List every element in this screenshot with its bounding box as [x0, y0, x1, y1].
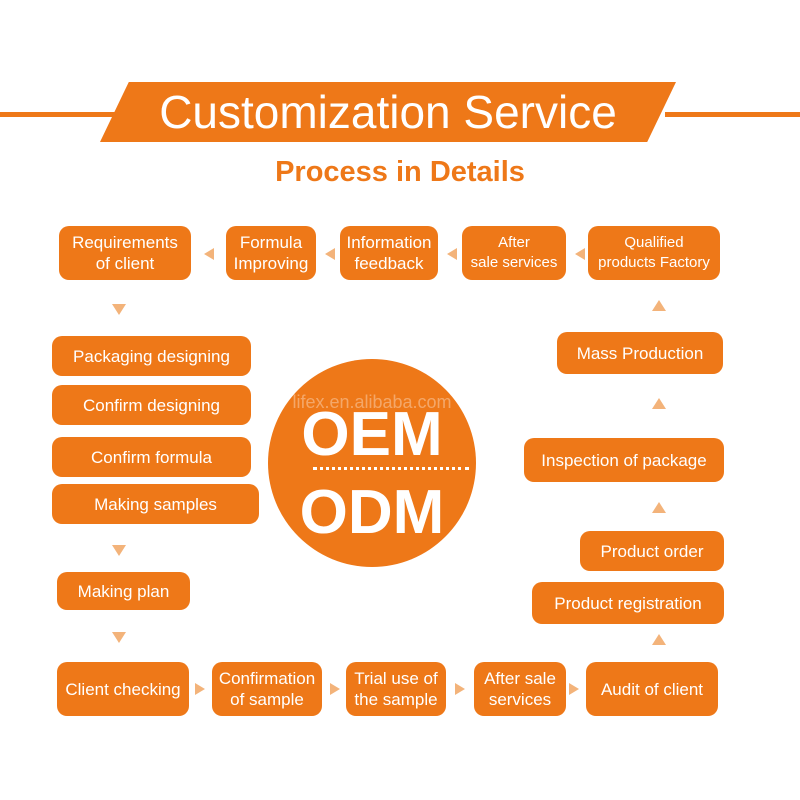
- step-qualified-products-factory: Qualified products Factory: [588, 226, 720, 280]
- step-requirements-of-client: Requirements of client: [59, 226, 191, 280]
- arrow-down-icon: [112, 304, 126, 315]
- oem-odm-circle: [268, 359, 476, 567]
- arrow-left-icon: [325, 248, 335, 260]
- arrow-up-icon: [652, 300, 666, 311]
- arrow-down-icon: [112, 545, 126, 556]
- step-audit-of-client: Audit of client: [586, 662, 718, 716]
- step-formula-improving: Formula Improving: [226, 226, 316, 280]
- step-trial-use-of-sample: Trial use of the sample: [346, 662, 446, 716]
- arrow-up-icon: [652, 398, 666, 409]
- step-after-sale-services-bottom: After sale services: [474, 662, 566, 716]
- title-banner: [100, 82, 676, 142]
- oem-label: OEM: [301, 400, 443, 469]
- step-mass-production: Mass Production: [557, 332, 723, 374]
- arrow-left-icon: [204, 248, 214, 260]
- odm-label: ODM: [299, 478, 445, 547]
- arrow-up-icon: [652, 502, 666, 513]
- header-rule-left: [0, 112, 115, 117]
- arrow-right-icon: [455, 683, 465, 695]
- step-information-feedback: Information feedback: [340, 226, 438, 280]
- step-after-sale-services-top: After sale services: [462, 226, 566, 280]
- arrow-right-icon: [569, 683, 579, 695]
- circle-divider: [313, 467, 469, 470]
- arrow-up-icon: [652, 634, 666, 645]
- arrow-right-icon: [330, 683, 340, 695]
- step-confirm-designing: Confirm designing: [52, 385, 251, 425]
- step-making-plan: Making plan: [57, 572, 190, 610]
- step-inspection-of-package: Inspection of package: [524, 438, 724, 482]
- step-product-order: Product order: [580, 531, 724, 571]
- step-client-checking: Client checking: [57, 662, 189, 716]
- step-packaging-designing: Packaging designing: [52, 336, 251, 376]
- step-product-registration: Product registration: [532, 582, 724, 624]
- arrow-down-icon: [112, 632, 126, 643]
- page-subtitle: Process in Details: [275, 156, 525, 188]
- header-rule-right: [665, 112, 800, 117]
- step-making-samples: Making samples: [52, 484, 259, 524]
- step-confirmation-of-sample: Confirmation of sample: [212, 662, 322, 716]
- page-title: Customization Service: [159, 86, 617, 138]
- step-confirm-formula: Confirm formula: [52, 437, 251, 477]
- arrow-left-icon: [447, 248, 457, 260]
- arrow-right-icon: [195, 683, 205, 695]
- watermark: lifex.en.alibaba.com: [292, 392, 452, 412]
- arrow-left-icon: [575, 248, 585, 260]
